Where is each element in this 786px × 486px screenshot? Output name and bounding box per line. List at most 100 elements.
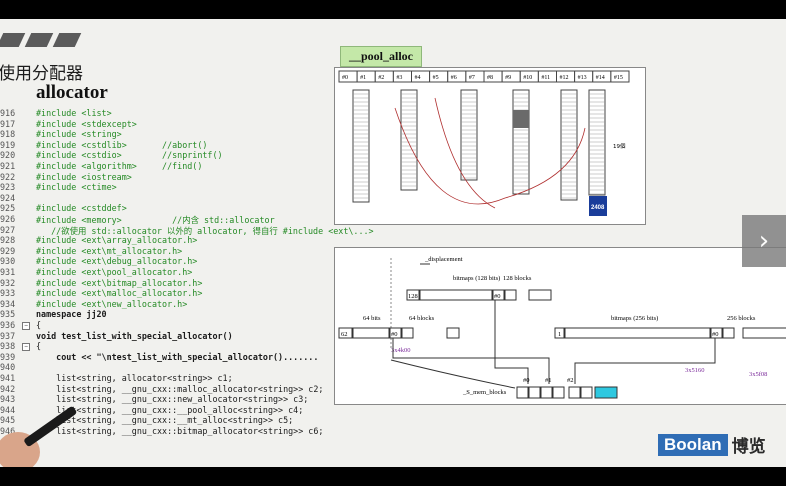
pool-slot-label: #12 [560,75,569,81]
code-line: #include <algorithm> //find() [36,161,203,171]
pool-slot-label: #5 [433,75,439,81]
mem-slot-1: #1 [545,377,552,384]
line-number: 930 [0,256,16,267]
line-number: 922 [0,171,16,182]
blocks-64-label: 64 blocks [409,315,435,322]
code-line: #include <ext\mt_allocator.h> [36,245,183,256]
pool-slot-label: #8 [487,75,493,81]
code-line: list<string, __gnu_cxx::__pool_alloc<str… [36,404,304,415]
pool-slot-label: #2 [378,75,384,81]
brand-logo-en: Boolan [658,433,728,456]
code-line: void test_list_with_special_allocator() [36,330,233,341]
line-number: 941 [0,373,16,383]
pool-slot-label: #3 [396,75,402,81]
line-number: 944 [0,404,16,415]
code-line: { [36,320,42,330]
code-line: #include <cstdlib> //abort() [36,139,208,150]
line-number: 942 [0,383,16,394]
pool-slot-label: #4 [415,75,421,81]
line-number: 945 [0,415,16,426]
pool-alloc-label: __pool_alloc [340,46,423,67]
pen-pointer-icon [0,406,77,467]
count-1: 1 [558,331,561,338]
pool-slot-label: #14 [596,75,605,81]
brand-logo-cn: 博览 [731,437,766,457]
mem-slot-0: #0 [523,377,530,384]
mem-slot-2: #2 [567,377,574,384]
pool-slot-label: #13 [578,75,587,81]
line-number: 938 [0,341,16,352]
code-line: #include <ext\bitmap_allocator.h> [36,277,203,288]
mem-blocks-label: _S_mem_blocks [462,389,507,396]
line-number: 931 [0,267,16,277]
code-line: #include <memory> //内含 std::allocator [36,215,275,225]
line-number: 921 [0,161,16,171]
line-number: 943 [0,394,16,405]
line-number: 937 [0,330,16,341]
hex-a: 3x4k00 [391,347,411,354]
line-number: 919 [0,139,16,150]
line-number: 936 [0,320,16,330]
code-line: cout << "\ntest_list_with_special_alloca… [36,351,319,362]
line-number: 917 [0,118,16,129]
code-line: #include <string> [36,129,122,140]
line-number: 925 [0,203,16,214]
line-number: 927 [0,224,16,235]
code-line: #include <ext\malloc_allocator.h> [36,288,203,299]
blocks-128-label: 128 blocks [503,275,532,282]
bits-64-label: 64 bits [363,315,381,322]
code-line: list<string, allocator<string>> c1; [36,373,233,383]
count-62: 62 [341,331,348,338]
bitmaps-128-label: bitmaps (128 bits) [453,275,500,282]
line-number: 929 [0,245,16,256]
next-slide-button[interactable]: › [742,215,786,267]
pool-slot-label: #0 [342,75,348,81]
line-number: 932 [0,277,16,288]
line-number: 926 [0,214,16,224]
pool-alloc-svg: #0#1#2#3#4#5#6#7#8#9#10#11#12#13#14#1524… [338,70,630,216]
code-line: #include <ext\array_allocator.h> [36,235,198,246]
code-line: #include <ctime> [36,182,117,193]
displacement-label: _displacement [424,256,463,263]
pool-slot-label: #6 [451,75,457,81]
bitmap-svg: _displacement bitmaps (128 bits) 128 blo… [338,256,786,399]
brand-logo: Boolan 博览 [658,432,766,457]
code-line: namespace jj20 [36,309,107,320]
code-line: list<string, __gnu_cxx::new_allocator<st… [36,394,309,405]
code-line: list<string, __gnu_cxx::bitmap_allocator… [36,426,324,436]
line-number: 918 [0,129,16,140]
slide-title-en: allocator [36,82,108,103]
count-128: 128 [408,293,418,300]
mark-128: #0 [494,293,501,300]
line-number: 940 [0,362,16,373]
slide: 使用分配器 allocator 916#include <list>917#in… [0,19,786,467]
code-line: #include <iostream> [36,171,132,182]
fold-toggle-icon[interactable]: − [22,343,30,352]
pool-slot-label: #11 [541,75,550,81]
code-listing: 916#include <list>917#include <stdexcept… [0,108,374,467]
fold-toggle-icon[interactable]: − [22,322,30,330]
line-number: 935 [0,309,16,320]
pool-slot-label: #1 [360,75,366,81]
blocks-256-label: 256 blocks [727,315,756,322]
pool-slot-label: #7 [469,75,475,81]
mark-64: #0 [391,331,398,338]
line-number: 923 [0,182,16,193]
line-number: 916 [0,108,16,118]
hex-c: 3x5f08 [749,371,767,378]
pool-slot-label: #10 [523,75,532,81]
pool-slot-label: #15 [614,75,623,81]
code-line: #include <ext\pool_allocator.h> [36,267,193,277]
code-line: #include <ext\debug_allocator.h> [36,256,198,267]
line-number: 920 [0,150,16,161]
line-number: 924 [0,192,16,203]
slide-title-cn: 使用分配器 [0,64,83,84]
pool-slot-label: #9 [505,75,511,81]
pool-side-label: 19個 [613,142,626,150]
bitmaps-256-label: bitmaps (256 bits) [611,315,658,322]
hex-b: 3x5160 [685,367,705,374]
code-line: list<string, __gnu_cxx::malloc_allocator… [36,383,324,394]
line-number: 946 [0,426,16,436]
